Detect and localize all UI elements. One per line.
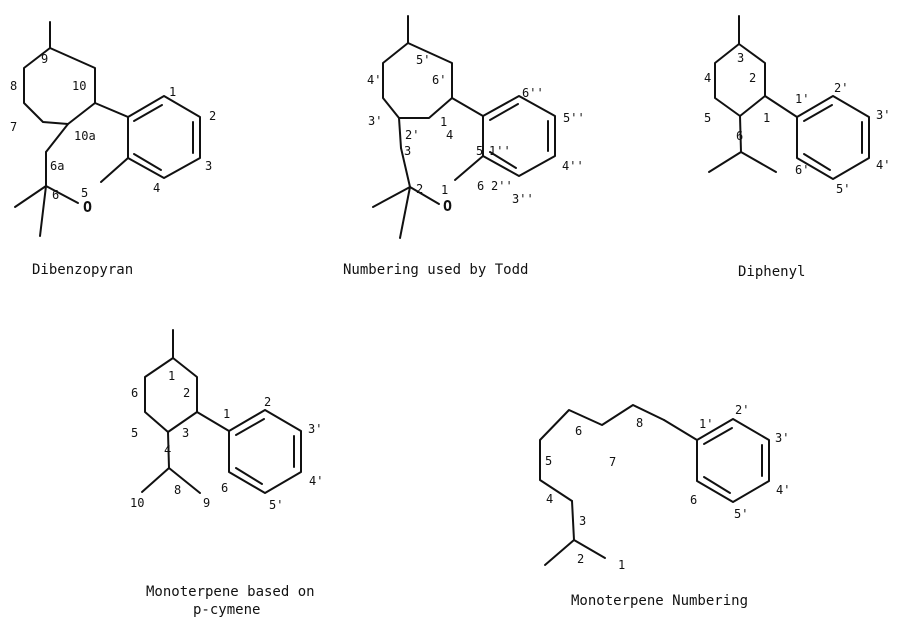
- todd-label-6: 6: [477, 179, 484, 193]
- monoterpene-label-7: 7: [609, 455, 616, 469]
- diphenyl-label-4: 4: [704, 71, 711, 85]
- dibenzopyran-label-10: 10: [72, 79, 86, 93]
- monoterpene-label-2: 2: [577, 552, 584, 566]
- todd-label-5dprime: 5'': [563, 111, 585, 125]
- todd-label-5prime: 5': [416, 53, 430, 67]
- monoterpene-label-1: 1: [618, 558, 625, 572]
- dibenzopyran-label-2: 2: [209, 109, 216, 123]
- dibenzopyran-oxygen-atom: O: [83, 198, 92, 216]
- todd-label-2: 2: [416, 182, 423, 196]
- monoterpene-caption: Monoterpene Numbering: [571, 593, 748, 609]
- monoterpene-label-4prime: 4': [776, 483, 790, 497]
- todd-label-1: 1: [440, 115, 447, 129]
- todd-label-6prime: 6': [432, 73, 446, 87]
- todd-bonds: [372, 15, 556, 239]
- dibenzopyran-label-1: 1: [169, 85, 176, 99]
- todd-label-4prime: 4': [367, 73, 381, 87]
- p-cymene-label-4prime: 4': [309, 474, 323, 488]
- diphenyl-label-1prime: 1': [795, 92, 809, 106]
- monoterpene-label-6: 6: [575, 424, 582, 438]
- dibenzopyran-label-8: 8: [10, 79, 17, 93]
- p-cymene-label-10: 10: [130, 496, 144, 510]
- p-cymene-label-1-phenyl: 1: [223, 407, 230, 421]
- p-cymene-label-5: 5: [131, 426, 138, 440]
- diphenyl-label-3prime: 3': [876, 108, 890, 122]
- diphenyl-label-4prime: 4': [876, 158, 890, 172]
- monoterpene-label-6-phenyl: 6: [690, 493, 697, 507]
- p-cymene-label-6: 6: [131, 386, 138, 400]
- structure-monoterpene-numbering: 2' 6 8 1' 3' 5 7 4 6 4' 5' 3 2 1 Monoter…: [539, 403, 790, 609]
- monoterpene-label-5: 5: [545, 454, 552, 468]
- monoterpene-bonds: [539, 404, 770, 566]
- dibenzopyran-label-7: 7: [10, 120, 17, 134]
- monoterpene-label-1prime: 1': [699, 417, 713, 431]
- diphenyl-label-6: 6: [736, 129, 743, 143]
- diphenyl-caption: Diphenyl: [738, 264, 805, 280]
- todd-label-5: 5: [476, 144, 483, 158]
- todd-label-3: 3: [404, 144, 411, 158]
- p-cymene-bonds: [141, 329, 302, 494]
- dibenzopyran-label-4: 4: [153, 181, 160, 195]
- p-cymene-caption-line-1: Monoterpene based on: [146, 584, 315, 600]
- p-cymene-label-3prime: 3': [308, 422, 322, 436]
- dibenzopyran-label-9: 9: [41, 52, 48, 66]
- dibenzopyran-label-10a: 10a: [74, 129, 96, 143]
- structure-dibenzopyran: 9 8 10 7 10a 1 2 6a 6 5 3 4 O Dibenzopyr…: [10, 21, 216, 278]
- diphenyl-label-1: 1: [763, 111, 770, 125]
- todd-label-4: 4: [446, 128, 453, 142]
- p-cymene-label-1: 1: [168, 369, 175, 383]
- todd-label-3dprime: 3'': [512, 192, 534, 206]
- dibenzopyran-label-5: 5: [81, 186, 88, 200]
- p-cymene-label-6-phenyl: 6: [221, 481, 228, 495]
- dibenzopyran-label-6: 6: [52, 188, 59, 202]
- diphenyl-label-3: 3: [737, 51, 744, 65]
- p-cymene-label-9: 9: [203, 496, 210, 510]
- todd-label-4dprime: 4'': [562, 159, 584, 173]
- todd-label-2dprime: 2'': [491, 179, 513, 193]
- monoterpene-label-2prime: 2': [735, 403, 749, 417]
- diphenyl-bonds: [708, 15, 870, 180]
- todd-label-3prime: 3': [368, 114, 382, 128]
- monoterpene-label-5prime: 5': [734, 507, 748, 521]
- monoterpene-label-4: 4: [546, 492, 553, 506]
- todd-oxygen-atom: O: [443, 197, 452, 215]
- dibenzopyran-bonds: [14, 21, 201, 237]
- structure-p-cymene-monoterpene: 1 6 2 5 3 4 1 2 3' 8 10 9 6 4' 5' Monote…: [130, 329, 323, 618]
- diphenyl-label-6prime: 6': [795, 163, 809, 177]
- dibenzopyran-label-6a: 6a: [50, 159, 64, 173]
- monoterpene-label-8: 8: [636, 416, 643, 430]
- diphenyl-label-5: 5: [704, 111, 711, 125]
- todd-label-1dprime: 1'': [489, 144, 511, 158]
- dibenzopyran-caption: Dibenzopyran: [32, 262, 133, 278]
- structure-diphenyl: 3 4 2 5 1 6 1' 2' 3' 6' 4' 5' Diphenyl: [704, 15, 890, 280]
- p-cymene-caption-line-2: p-cymene: [193, 602, 260, 618]
- structure-todd-numbering: 5' 4' 6' 3' 1 2' 6'' 4 3 5'' 5 1'' 2 1 6…: [343, 15, 585, 278]
- monoterpene-label-3: 3: [579, 514, 586, 528]
- diphenyl-label-5prime: 5': [836, 182, 850, 196]
- p-cymene-label-4: 4: [164, 443, 171, 457]
- diphenyl-label-2prime: 2': [834, 81, 848, 95]
- p-cymene-label-2: 2: [183, 386, 190, 400]
- monoterpene-label-3prime: 3': [775, 431, 789, 445]
- todd-label-2prime: 2': [405, 128, 419, 142]
- p-cymene-label-8: 8: [174, 483, 181, 497]
- dibenzopyran-label-3: 3: [205, 159, 212, 173]
- p-cymene-label-2-phenyl: 2: [264, 395, 271, 409]
- todd-label-1-oxygen: 1: [441, 183, 448, 197]
- p-cymene-label-5prime: 5': [269, 498, 283, 512]
- p-cymene-label-3: 3: [182, 426, 189, 440]
- todd-caption: Numbering used by Todd: [343, 262, 528, 278]
- todd-label-6dprime: 6'': [522, 86, 544, 100]
- diphenyl-label-2: 2: [749, 71, 756, 85]
